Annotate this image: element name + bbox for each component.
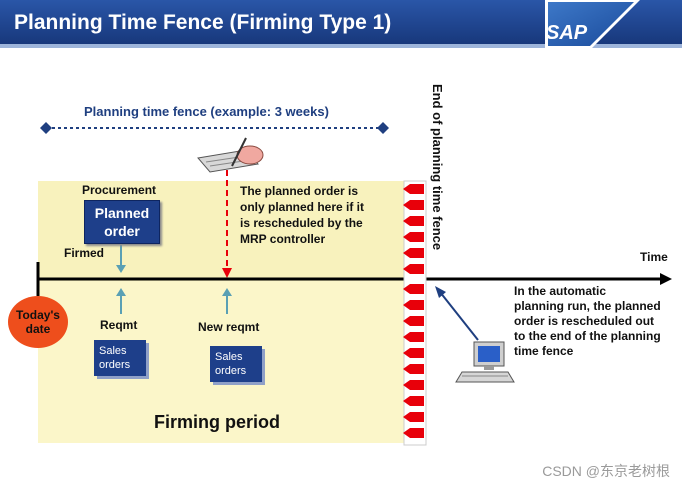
note-automatic-run: In the automatic planning run, the plann… <box>514 284 661 359</box>
note-mrp-controller: The planned order is only planned here i… <box>240 183 364 247</box>
note-right-line2: planning run, the planned <box>514 299 661 313</box>
note-right-line3: order is rescheduled out <box>514 314 655 328</box>
reschedule-diagonal-arrow <box>439 291 479 341</box>
new-reqmt-up-arrowhead <box>222 288 232 296</box>
computer-icon <box>455 341 515 383</box>
page-title: Planning Time Fence (Firming Type 1) <box>14 11 392 34</box>
note-right-line4: to the end of the planning <box>514 329 661 343</box>
note-top-line2: only planned here if it <box>240 200 365 214</box>
planned-order-line2: order <box>104 223 140 239</box>
time-label: Time <box>640 250 668 264</box>
reqmt-label: Reqmt <box>100 318 138 332</box>
sales-orders-doc-1: Sales orders <box>94 340 146 376</box>
planned-here-arrowhead <box>222 268 232 278</box>
fence-vertical-label-wrap: End of planning time fence <box>430 84 445 250</box>
note-right-line1: In the automatic <box>514 284 607 298</box>
new-reqmt-label: New reqmt <box>198 320 260 334</box>
note-right-line5: time fence <box>514 344 574 358</box>
sap-logo: SAP <box>546 22 588 44</box>
todays-date-badge: Today's date <box>8 296 68 348</box>
planning-fence-column <box>403 180 427 446</box>
reqmt-up-arrowhead <box>116 288 126 296</box>
today-line1: Today's <box>16 308 60 322</box>
sales-orders-2-line2: orders <box>215 365 247 377</box>
watermark: CSDN @东京老树根 <box>542 463 670 479</box>
today-line2: date <box>25 322 51 336</box>
sales-orders-1-line2: orders <box>99 359 131 371</box>
firming-period-label: Firming period <box>154 412 280 432</box>
fence-vertical-label: End of planning time fence <box>430 84 445 250</box>
sales-orders-1-line1: Sales <box>99 345 127 357</box>
note-top-line1: The planned order is <box>240 184 359 198</box>
sales-orders-2-line1: Sales <box>215 351 243 363</box>
fence-span-right-diamond <box>377 122 389 134</box>
title-bar <box>0 0 682 48</box>
planned-order-line1: Planned <box>94 205 150 221</box>
reschedule-diagonal-arrowhead <box>435 286 446 298</box>
sales-orders-doc-2: Sales orders <box>210 346 262 382</box>
planned-order-box: Planned order <box>84 200 160 244</box>
firmed-label: Firmed <box>64 246 105 260</box>
fence-red-arrows <box>403 184 424 438</box>
planned-order-down-arrowhead <box>116 265 126 273</box>
fence-example-label: Planning time fence (example: 3 weeks) <box>84 104 329 119</box>
note-top-line4: MRP controller <box>240 232 326 246</box>
time-axis-arrowhead <box>660 273 672 285</box>
note-top-line3: is rescheduled by the <box>240 216 363 230</box>
fence-span-left-diamond <box>40 122 52 134</box>
pen-and-pad-icon <box>197 137 264 173</box>
procurement-label: Procurement <box>82 183 157 197</box>
